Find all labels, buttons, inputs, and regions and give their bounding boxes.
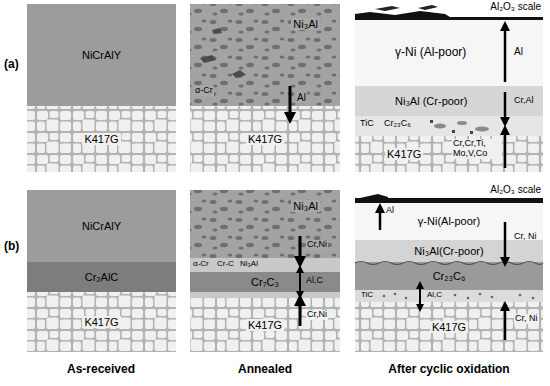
annotation-label: (b) — [4, 240, 19, 253]
annotation-label: Cr,Ni — [306, 310, 328, 320]
annotation-label: (a) — [4, 58, 19, 71]
layer-name: Al₂O₃ scale — [490, 184, 541, 195]
layer-name: K417G — [246, 133, 284, 145]
layer-name: Cr₂₃C₆ — [433, 270, 466, 282]
annotation-label: Cr-C — [217, 260, 234, 269]
annotation-label: Al — [296, 92, 307, 103]
annotation-label: Al — [514, 46, 523, 57]
layer-band: Cr₂AlC — [27, 262, 176, 292]
layer-band: Al₂O₃ scale — [355, 184, 543, 198]
layer-band: K417G — [190, 106, 340, 172]
annotation-label: α-Cr — [193, 260, 209, 269]
layer-band: K417G — [27, 106, 176, 172]
layer-name: NiCrAlY — [82, 49, 121, 61]
layer-name: K417G — [430, 321, 468, 333]
annotation-label: TiC — [360, 291, 374, 300]
layer-band: NiCrAlY — [27, 4, 176, 106]
layer-name: K417G — [385, 148, 423, 160]
layer-band: NiCrAlY — [27, 190, 176, 262]
layer-band: Cr₂₃C₆ — [355, 262, 543, 290]
layer-name: K417G — [246, 319, 284, 331]
annotation-label: Cr₂₃C₆ — [384, 119, 411, 129]
column-heading: As-received — [67, 363, 135, 376]
annotation-label: Cr, Ni — [514, 314, 539, 324]
layer-name: γ-Ni (Al-poor) — [395, 46, 466, 59]
column-heading: After cyclic oxidation — [388, 363, 509, 376]
layer-name: NiCrAlY — [82, 220, 121, 232]
layer-name: K417G — [82, 316, 120, 328]
annotation-label: Al,C — [306, 276, 323, 286]
row-a-layers — [27, 4, 543, 172]
column-heading: Annealed — [238, 363, 292, 376]
layer-name: Cr₂AlC — [85, 271, 119, 283]
layer-band: K417G — [27, 292, 176, 352]
annotation-label: Ni₃Al — [240, 260, 258, 269]
layer-name: γ-Ni(Al-poor) — [418, 215, 480, 227]
annotation-label: Al — [386, 206, 394, 216]
annotation-label: Cr,Cr,Ti, Mo,V,Co — [452, 139, 502, 159]
layer-name: Ni₃Al — [291, 200, 320, 212]
annotation-label: Cr,Al — [514, 96, 534, 106]
layer-band: K417G — [355, 136, 543, 172]
layer-name: Cr₇C₃ — [251, 276, 279, 288]
layer-name: Al₂O₃ scale — [490, 1, 541, 12]
row-b-layers — [27, 190, 543, 352]
annotation-label: α-Cr — [194, 86, 214, 96]
annotation-label: TiC — [360, 119, 374, 129]
layer-band: Ni₃Al(Cr-poor) — [355, 240, 543, 262]
layer-band: K417G — [355, 302, 543, 352]
layer-name: Ni₃Al(Cr-poor) — [414, 245, 483, 257]
layer-band: K417G — [190, 298, 340, 352]
annotation-label: Al,C — [426, 291, 443, 300]
layer-band: Al₂O₃ scale — [355, 1, 543, 20]
layer-name: K417G — [82, 133, 120, 145]
annotation-label: Cr,Ni — [306, 240, 328, 250]
layer-name: Ni₃Al — [291, 18, 320, 30]
layer-name: Ni₃Al (Cr-poor) — [395, 95, 467, 107]
annotation-label: Cr, Ni — [514, 232, 537, 242]
